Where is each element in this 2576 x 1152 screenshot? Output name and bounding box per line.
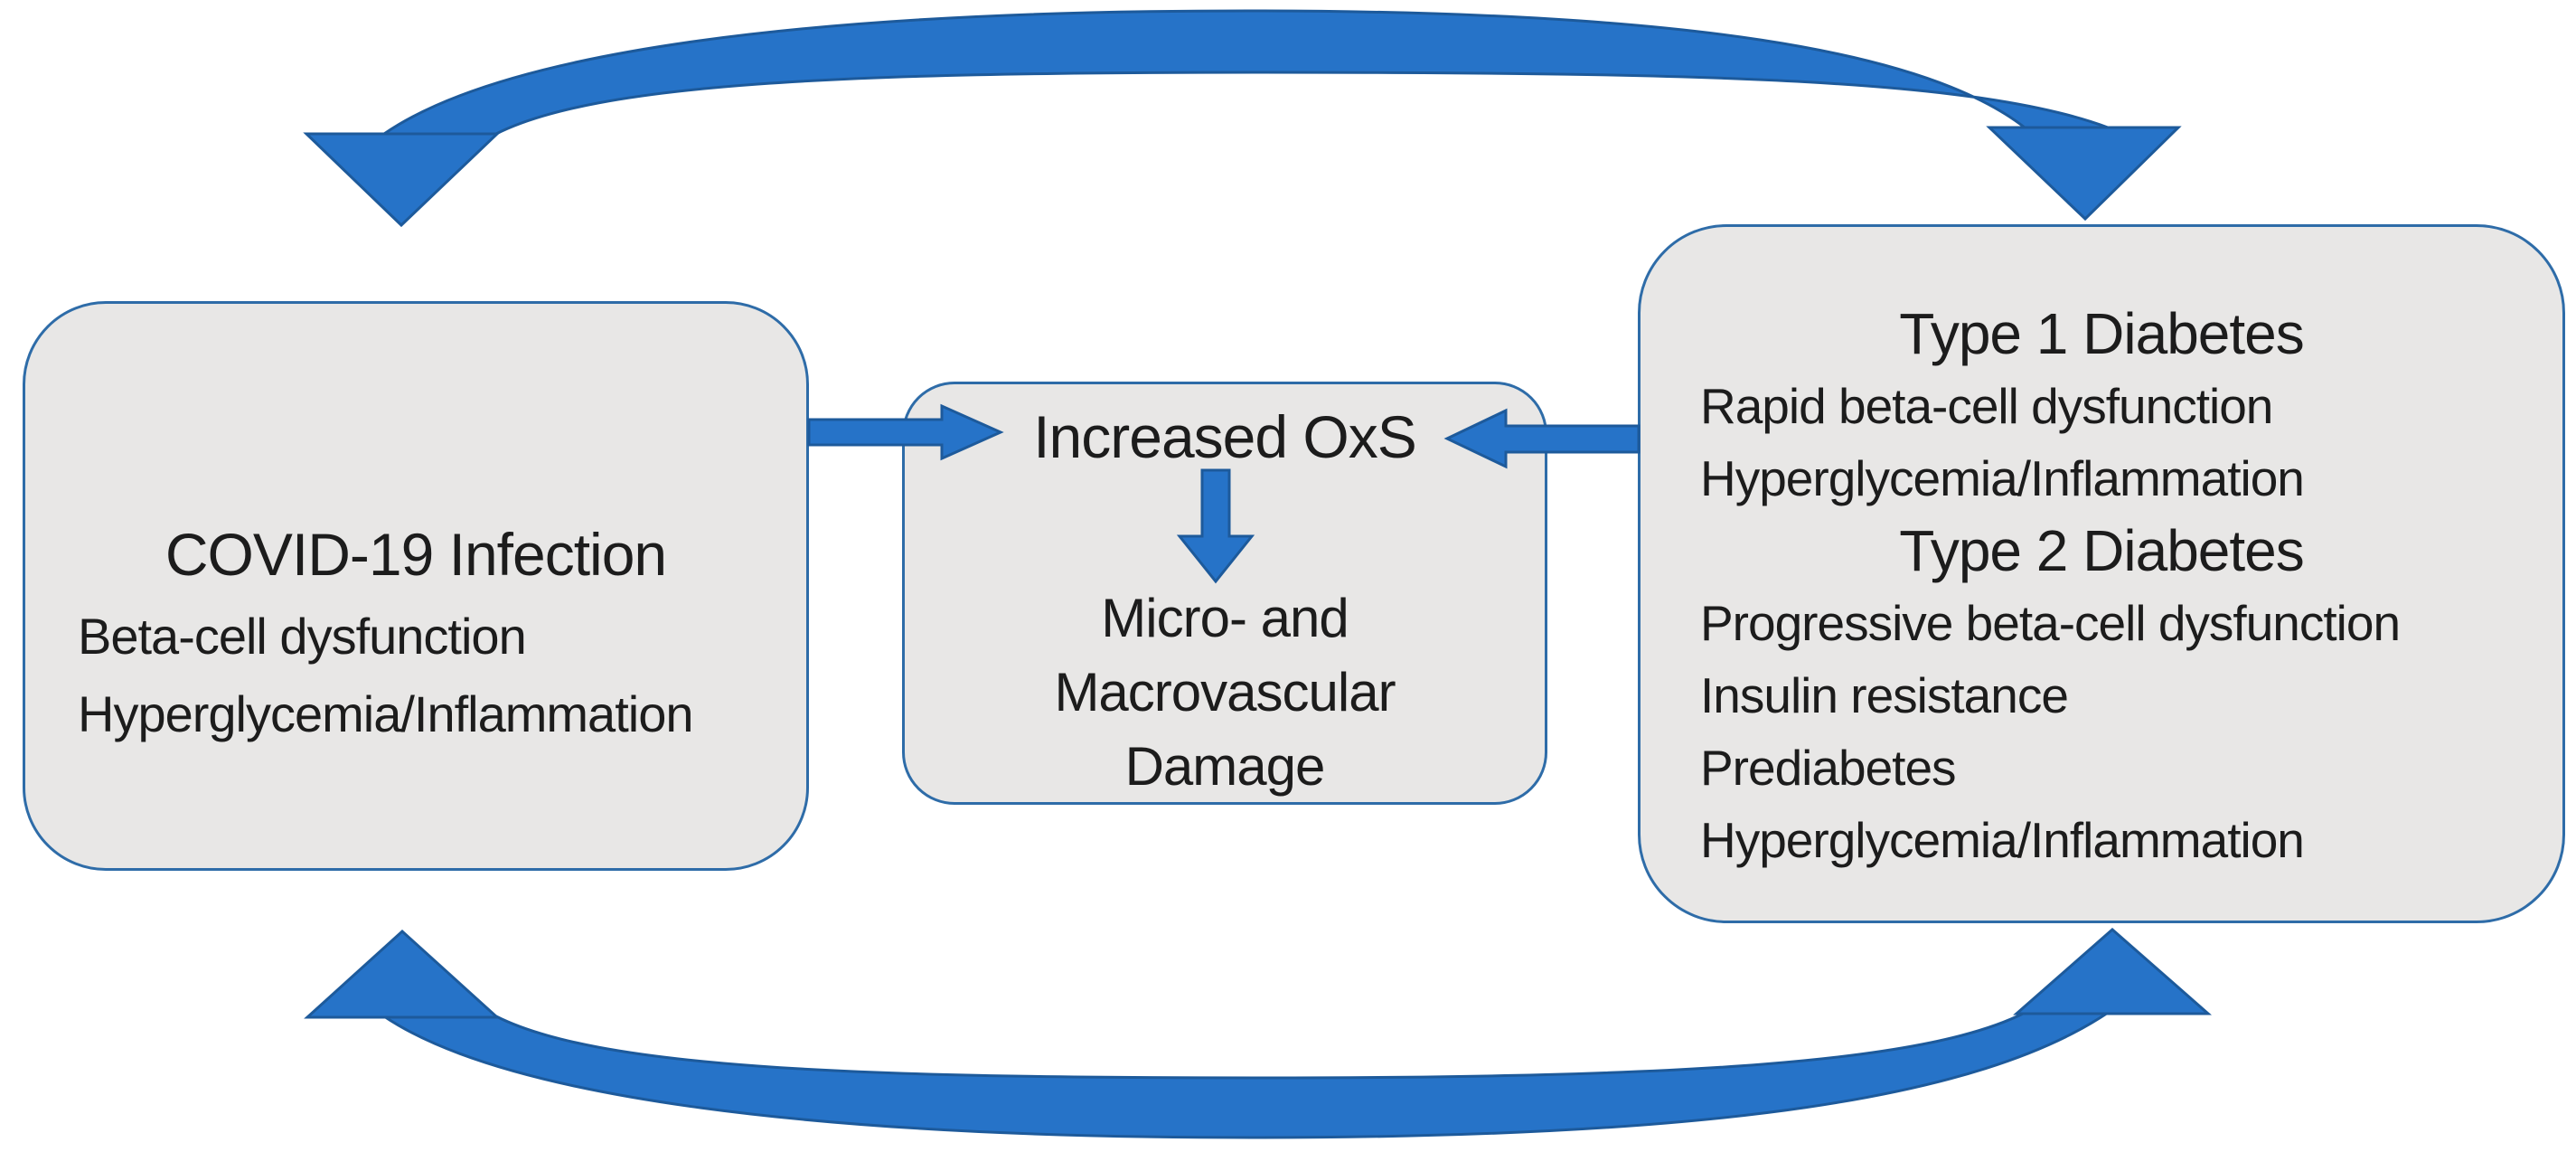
bottom-left-arrowhead-icon <box>304 929 501 1019</box>
oxs-box-line: Macrovascular <box>1054 662 1396 722</box>
oxs-damage-box: Increased OxS Micro- and Macrovascular D… <box>902 382 1547 805</box>
type2-diabetes-line: Insulin resistance <box>1700 667 2069 723</box>
type2-diabetes-line: Progressive beta-cell dysfunction <box>1700 595 2401 651</box>
oxs-box-title: Increased OxS <box>1033 403 1417 470</box>
covid-box-line: Beta-cell dysfunction <box>78 608 527 665</box>
bottom-feedback-arrow <box>380 1011 2112 1139</box>
type1-diabetes-title: Type 1 Diabetes <box>1899 301 2305 366</box>
oxs-down-arrow-gap <box>905 473 1545 581</box>
covid-infection-box: COVID-19 Infection Beta-cell dysfunction… <box>23 301 809 871</box>
top-feedback-arrow <box>380 9 2109 136</box>
type1-diabetes-line: Rapid beta-cell dysfunction <box>1700 378 2273 434</box>
covid-box-line: Hyperglycemia/Inflammation <box>78 685 693 742</box>
type1-diabetes-line: Hyperglycemia/Inflammation <box>1700 450 2305 506</box>
type2-diabetes-line: Hyperglycemia/Inflammation <box>1700 812 2305 868</box>
bottom-right-arrowhead-icon <box>2013 928 2212 1015</box>
top-left-arrowhead-icon <box>303 132 501 228</box>
top-right-arrowhead-icon <box>1986 126 2182 222</box>
oxs-box-line: Micro- and <box>1101 588 1349 648</box>
oxs-box-line: Damage <box>1124 736 1326 797</box>
covid-box-title: COVID-19 Infection <box>165 521 667 588</box>
type2-diabetes-line: Prediabetes <box>1700 740 1957 796</box>
type2-diabetes-title: Type 2 Diabetes <box>1899 518 2305 583</box>
diabetes-box: Type 1 Diabetes Rapid beta-cell dysfunct… <box>1638 224 2565 923</box>
